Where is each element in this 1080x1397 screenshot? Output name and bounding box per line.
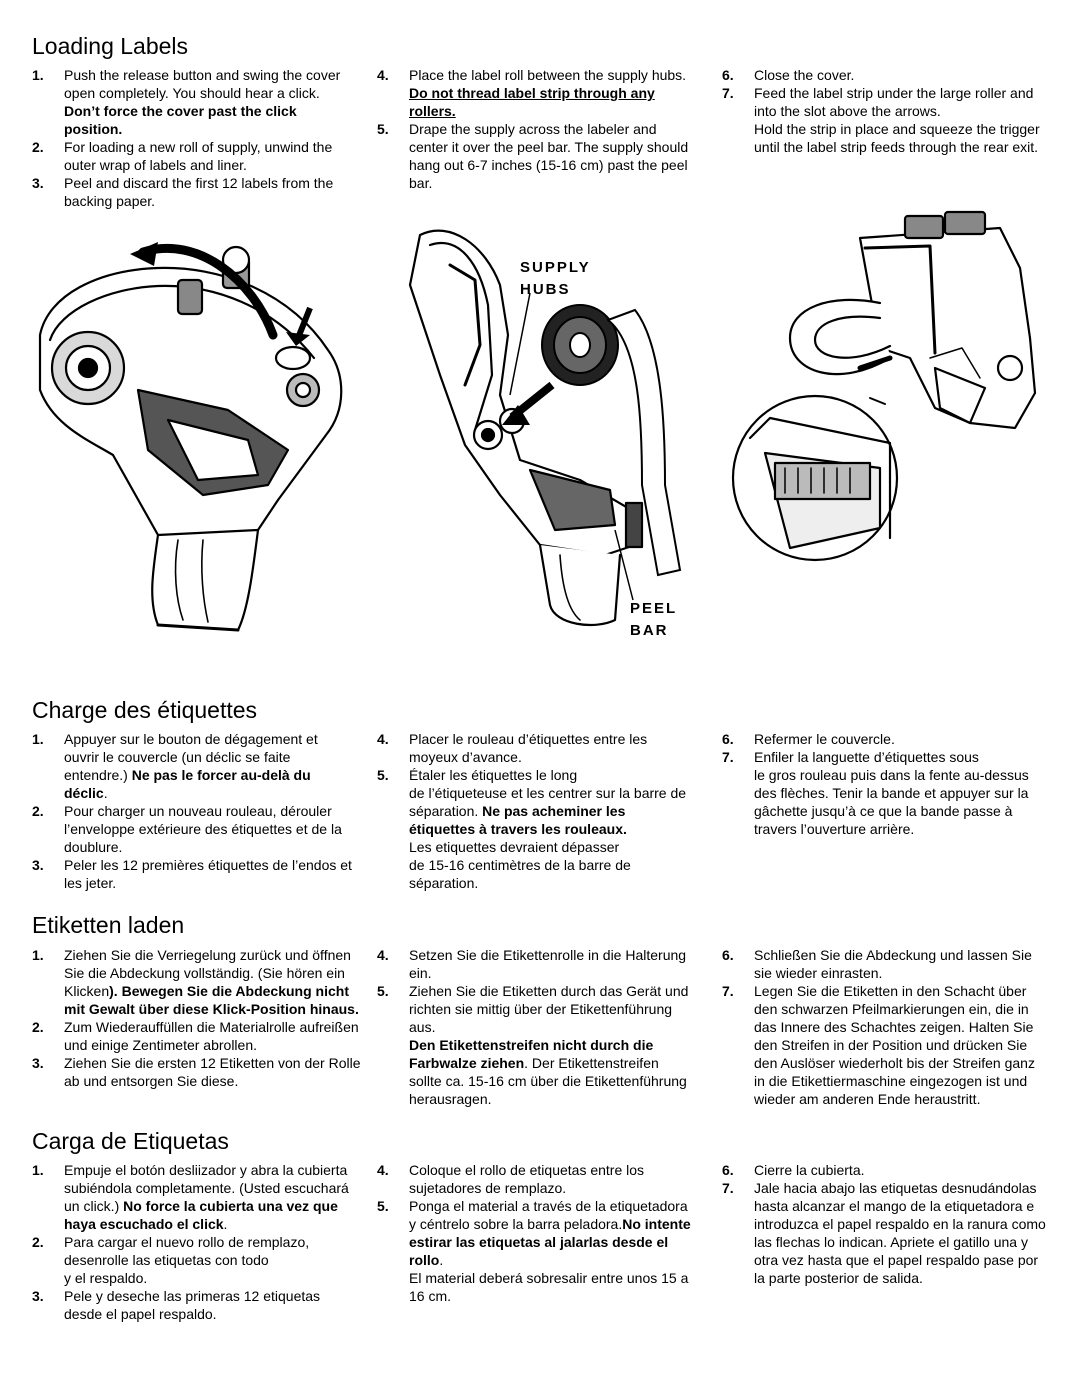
- column-2: 4.Setzen Sie die Etikettenrolle in die H…: [377, 946, 695, 1108]
- column-2: 4.Place the label roll between the suppl…: [377, 66, 695, 192]
- step-7-detail: Hold the strip in place and squeeze the …: [754, 121, 1040, 155]
- step-2: 2.Zum Wiederauffüllen die Materialrolle …: [32, 1019, 359, 1053]
- column-3: 6.Close the cover. 7.Feed the label stri…: [722, 66, 1048, 156]
- figure-open-cover: [28, 240, 358, 640]
- step-6: 6.Close the cover.: [722, 67, 855, 83]
- section-title: Charge des étiquettes: [32, 697, 258, 723]
- step-5-detail: de l’étiqueteuse et les centrer sur la b…: [409, 785, 687, 837]
- section-title: Carga de Etiquetas: [32, 1128, 229, 1154]
- column-3: 6.Schließen Sie die Abdeckung und lassen…: [722, 946, 1048, 1108]
- step-6: 6.Schließen Sie die Abdeckung und lassen…: [722, 947, 1032, 981]
- step-5-note: Den Etikettenstreifen nicht durch die Fa…: [409, 1037, 687, 1107]
- step-7: 7.Enfiler la languette d’étiquettes sous: [722, 749, 979, 765]
- step-7: 7.Feed the label strip under the large r…: [722, 85, 1034, 119]
- step-4: 4.Coloque el rollo de etiquetas entre lo…: [377, 1162, 645, 1196]
- step-4-note: Do not thread label strip through any ro…: [409, 85, 655, 119]
- column-1: 1.Ziehen Sie die Verriegelung zurück und…: [32, 946, 362, 1090]
- step-2: 2.Pour charger un nouveau rouleau, dérou…: [32, 803, 342, 855]
- column-3: 6.Refermer le couvercle. 7.Enfiler la la…: [722, 730, 1048, 838]
- labeler-supply-roll-illustration: [408, 229, 682, 627]
- labeler-open-cover-illustration: [38, 242, 343, 632]
- step-5: 5.Ponga el material a través de la etiqu…: [377, 1198, 691, 1268]
- step-4: 4.Setzen Sie die Etikettenrolle in die H…: [377, 947, 687, 981]
- step-5: 5.Ziehen Sie die Etiketten durch das Ger…: [377, 983, 689, 1035]
- step-1: 1.Appuyer sur le bouton de dégagement et…: [32, 731, 318, 801]
- step-2: 2.For loading a new roll of supply, unwi…: [32, 139, 333, 173]
- step-6: 6.Cierre la cubierta.: [722, 1162, 865, 1178]
- column-3: 6.Cierre la cubierta. 7.Jale hacia abajo…: [722, 1161, 1048, 1287]
- step-5: 5.Étaler les étiquettes le long: [377, 767, 578, 783]
- supply-hubs-label: SUPPLY HUBS: [520, 259, 591, 298]
- step-5-distance: de 15-16 centimètres de la barre de sépa…: [409, 857, 631, 891]
- step-3: 3.Ziehen Sie die ersten 12 Etiketten von…: [32, 1055, 361, 1089]
- step-6: 6.Refermer le couvercle.: [722, 731, 895, 747]
- step-5-note: Les etiquettes devraient dépasser: [409, 839, 620, 855]
- step-2-detail: y el respaldo.: [64, 1270, 148, 1286]
- column-1: 1.Appuyer sur le bouton de dégagement et…: [32, 730, 356, 892]
- column-2: 4.Placer le rouleau d’étiquettes entre l…: [377, 730, 695, 892]
- step-2: 2.Para cargar el nuevo rollo de remplazo…: [32, 1234, 310, 1268]
- figure-feed-strip: [730, 208, 1060, 578]
- step-5-note: El material deberá sobresalir entre unos…: [409, 1270, 689, 1304]
- step-4: 4.Placer le rouleau d’étiquettes entre l…: [377, 731, 648, 765]
- section-title: Loading Labels: [32, 33, 189, 59]
- labeler-feed-strip-illustration: [731, 210, 1037, 562]
- figure-supply-roll: SUPPLY HUBS PEEL BAR: [380, 225, 700, 645]
- step-7-detail: le gros rouleau puis dans la fente au-de…: [754, 767, 1029, 837]
- step-1: 1.Push the release button and swing the …: [32, 67, 341, 137]
- step-5: 5.Drape the supply across the labeler an…: [377, 121, 689, 191]
- step-1: 1.Ziehen Sie die Verriegelung zurück und…: [32, 947, 359, 1017]
- column-2: 4.Coloque el rollo de etiquetas entre lo…: [377, 1161, 695, 1305]
- peel-bar-label: PEEL BAR: [630, 600, 678, 639]
- step-3: 3.Pele y deseche las primeras 12 etiquet…: [32, 1288, 321, 1322]
- step-4: 4.Place the label roll between the suppl…: [377, 67, 687, 83]
- column-1: 1.Push the release button and swing the …: [32, 66, 350, 210]
- step-1: 1.Empuje el botón desliizador y abra la …: [32, 1162, 349, 1232]
- section-title: Etiketten laden: [32, 912, 185, 938]
- step-3: 3.Peel and discard the first 12 labels f…: [32, 175, 334, 209]
- column-1: 1.Empuje el botón desliizador y abra la …: [32, 1161, 356, 1323]
- step-3: 3.Peler les 12 premières étiquettes de l…: [32, 857, 352, 891]
- step-7: 7.Legen Sie die Etiketten in den Schacht…: [722, 983, 1035, 1107]
- step-7: 7.Jale hacia abajo las etiquetas desnudá…: [722, 1180, 1046, 1286]
